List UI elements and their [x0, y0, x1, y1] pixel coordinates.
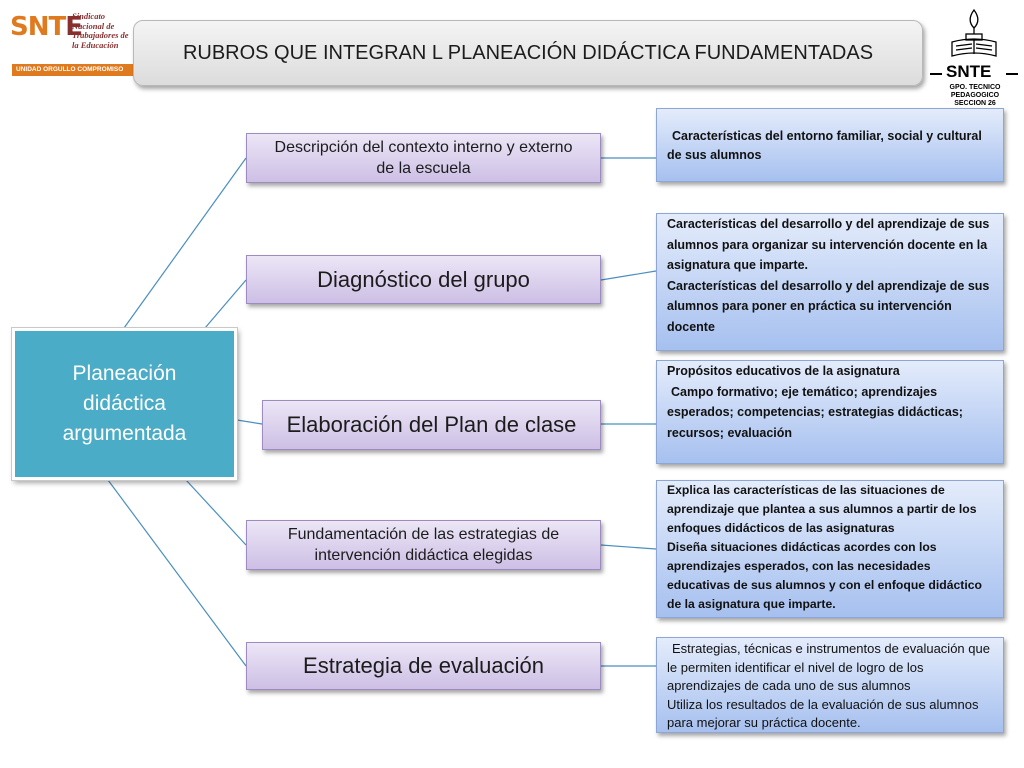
- snte-logo-letter-e: E: [65, 12, 83, 42]
- snte-section-line2: SECCION 26: [954, 100, 996, 107]
- detail-text: Utiliza los resultados de la evaluación …: [667, 696, 979, 731]
- detail-box-context: Características del entorno familiar, so…: [656, 108, 1004, 182]
- connector-2: [204, 279, 247, 329]
- page-title: RUBROS QUE INTEGRAN L PLANEACIÓN DIDÁCTI…: [182, 41, 874, 64]
- connector-r2: [600, 270, 657, 281]
- branch-node-context: Descripción del contexto interno y exter…: [246, 133, 601, 183]
- snte-logo: SNTE Sindicato Nacional de Trabajadores …: [8, 8, 138, 80]
- snte-section-line1: GPO. TECNICO PEDAGOGICO: [949, 84, 1001, 99]
- detail-text: Diseña situaciones didácticas acordes co…: [667, 540, 982, 611]
- connector-5: [107, 479, 247, 667]
- detail-box-diagnosis: Características del desarrollo y del apr…: [656, 213, 1004, 351]
- detail-box-evaluation: Estrategias, técnicas e instrumentos de …: [656, 637, 1004, 733]
- detail-text: Campo formativo; eje temático; aprendiza…: [667, 384, 963, 440]
- detail-box-strategies: Explica las características de las situa…: [656, 480, 1004, 618]
- snte-section-wordmark: SNTE: [946, 62, 992, 81]
- book-emblem-icon: [930, 8, 1018, 75]
- snte-section-caption: GPO. TECNICO PEDAGOGICO SECCION 26: [928, 84, 1022, 108]
- detail-box-lesson-plan: Propósitos educativos de la asignatura C…: [656, 360, 1004, 464]
- snte-logo-subtitle: Sindicato Nacional de Trabajadores de la…: [72, 11, 129, 50]
- snte-logo-motto: UNIDAD ORGULLO COMPROMISO: [12, 64, 138, 76]
- detail-text: Características del desarrollo y del apr…: [667, 217, 990, 272]
- branch-node-strategies: Fundamentación de las estrategias de int…: [246, 520, 601, 570]
- central-node: Planeación didáctica argumentada: [11, 327, 238, 481]
- detail-text: Características del entorno familiar, so…: [667, 129, 982, 162]
- detail-text: Explica las características de las situa…: [667, 483, 977, 535]
- connector-4: [185, 479, 247, 546]
- detail-text: Estrategias, técnicas e instrumentos de …: [667, 641, 990, 693]
- connector-3: [236, 419, 263, 425]
- branch-node-diagnosis: Diagnóstico del grupo: [246, 255, 601, 304]
- branch-node-evaluation: Estrategia de evaluación: [246, 642, 601, 690]
- snte-section-logo: SNTE GPO. TECNICO PEDAGOGICO SECCION 26: [928, 4, 1020, 107]
- snte-logo-wordmark: SNTE: [10, 12, 83, 42]
- title-bar: [133, 20, 923, 86]
- connector-r4: [600, 544, 657, 550]
- branch-node-lesson-plan: Elaboración del Plan de clase: [262, 400, 601, 450]
- connector-1: [123, 157, 247, 329]
- detail-text: Características del desarrollo y del apr…: [667, 278, 990, 334]
- detail-text: Propósitos educativos de la asignatura: [667, 364, 900, 378]
